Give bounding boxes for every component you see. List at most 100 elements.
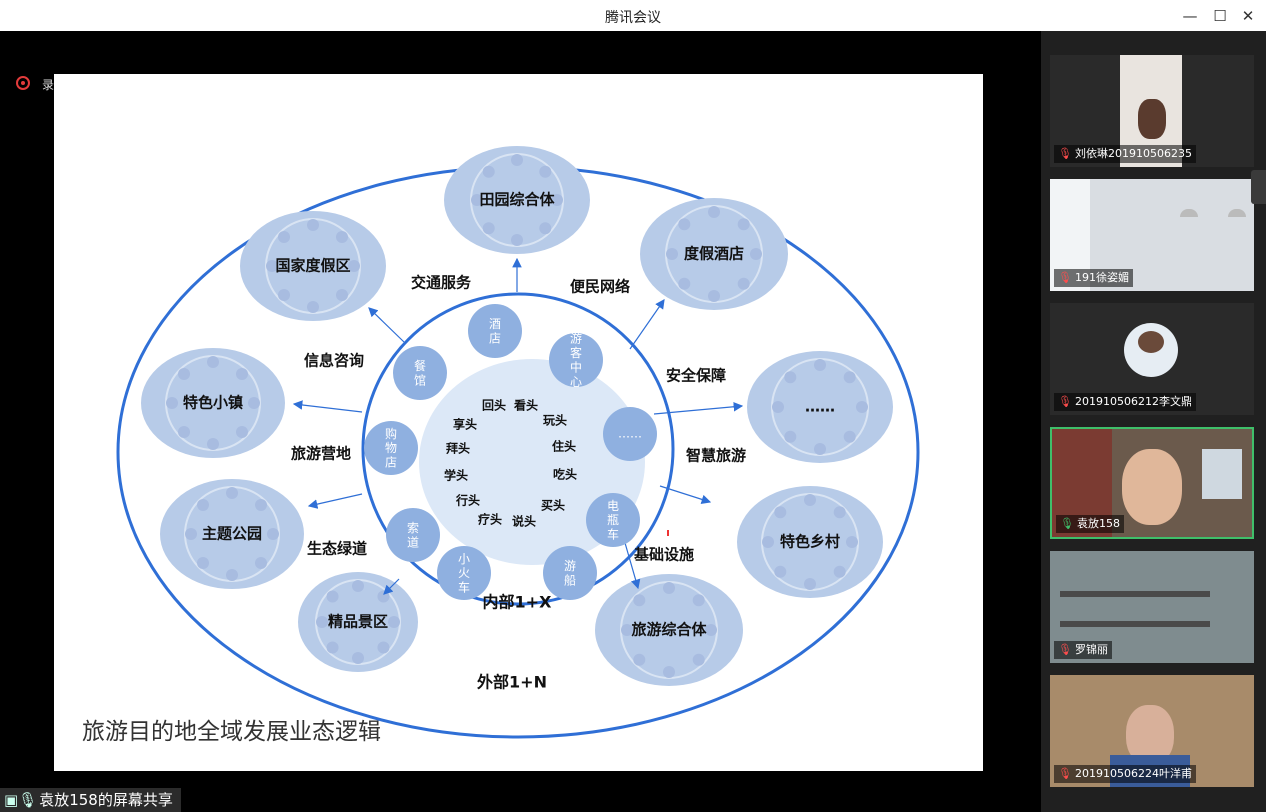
mic-muted-icon: 🎙 — [1058, 767, 1072, 780]
inner-node-label: 游客中心 — [570, 332, 582, 389]
mini-dot — [185, 528, 197, 540]
mini-dot — [814, 443, 826, 455]
mini-dot — [254, 499, 267, 512]
participant-name: 🎙191徐姿媚 — [1054, 269, 1133, 287]
mini-dot — [207, 356, 219, 368]
inner-node-label: 小火车 — [458, 552, 470, 595]
mini-dot — [705, 624, 717, 636]
inner-node-label: 餐馆 — [414, 358, 426, 387]
inner-node-label: …… — [618, 427, 642, 441]
slide-caption: 旅游目的地全域发展业态逻辑 — [82, 719, 381, 745]
core-term: 拜头 — [446, 441, 470, 456]
mini-dot — [326, 590, 339, 603]
inner-node — [393, 346, 447, 400]
mini-dot — [692, 653, 705, 666]
mini-dot — [482, 222, 495, 235]
outer-node — [160, 479, 304, 589]
mini-dot — [348, 260, 360, 272]
participant-tile[interactable]: 🎙191徐姿媚 — [1050, 179, 1254, 291]
mini-dot — [843, 430, 856, 443]
outer-node — [640, 198, 788, 310]
outer-node-label: 主题公园 — [202, 525, 262, 543]
recording-icon — [16, 76, 30, 90]
presentation-slide: 田园综合体度假酒店……特色乡村旅游综合体精品景区主题公园特色小镇国家度假区交通服… — [54, 74, 983, 771]
participant-name: 🎙201910506224叶洋甫 — [1054, 765, 1196, 783]
mini-dot — [226, 487, 238, 499]
mini-dot — [235, 425, 248, 438]
outer-node — [141, 348, 285, 458]
participant-tile[interactable]: 🎙刘依琳201910506235 — [1050, 55, 1254, 167]
inner-node — [543, 546, 597, 600]
participant-tile[interactable]: 🎙201910506212李文鼎 — [1050, 303, 1254, 415]
core-term: 买头 — [541, 498, 565, 513]
mini-dot — [663, 666, 675, 678]
core-term: 疗头 — [478, 512, 502, 527]
flow-arrow — [383, 578, 400, 595]
mini-dot — [254, 556, 267, 569]
mini-dot — [846, 536, 858, 548]
mini-dot — [235, 368, 248, 381]
inner-node-label: 游船 — [564, 559, 576, 587]
mini-dot — [750, 248, 762, 260]
core-term: 回头 — [482, 398, 506, 413]
mini-dot — [833, 565, 846, 578]
inner-node — [603, 407, 657, 461]
mini-dot — [226, 569, 238, 581]
mini-dot — [804, 578, 816, 590]
mini-dot — [377, 590, 390, 603]
mini-dot — [737, 277, 750, 290]
mini-dot — [511, 154, 523, 166]
connector-label: 智慧旅游 — [686, 447, 746, 465]
participant-tile[interactable]: 🎙201910506224叶洋甫 — [1050, 675, 1254, 787]
mini-dot — [178, 368, 191, 381]
flow-arrow — [307, 493, 363, 509]
mini-dot — [833, 506, 846, 519]
mini-dot — [278, 231, 291, 244]
core-term: 吃头 — [553, 467, 577, 482]
mini-dot — [539, 165, 552, 178]
mic-on-icon: 🎙 — [1060, 517, 1074, 530]
flow-arrow — [653, 401, 744, 415]
mini-dot — [774, 506, 787, 519]
participant-name: 🎙袁放158 — [1056, 515, 1124, 533]
mini-dot — [307, 301, 319, 313]
mini-dot — [666, 248, 678, 260]
core-term: 住头 — [552, 439, 576, 454]
mini-dot — [708, 206, 720, 218]
mini-dot — [197, 556, 210, 569]
mini-dot — [326, 641, 339, 654]
mini-dot — [784, 430, 797, 443]
mic-muted-icon: 🎙 — [1058, 147, 1072, 160]
mini-dot — [678, 218, 691, 231]
inner-node — [549, 333, 603, 387]
mini-dot — [166, 397, 178, 409]
inner-node — [386, 508, 440, 562]
mini-dot — [774, 565, 787, 578]
participant-tile[interactable]: 🎙罗锦丽 — [1050, 551, 1254, 663]
outer-node-label: 度假酒店 — [684, 245, 744, 263]
core-term: 看头 — [514, 398, 538, 413]
mini-dot — [266, 260, 278, 272]
maximize-button[interactable]: ☐ — [1213, 7, 1227, 25]
mini-dot — [772, 401, 784, 413]
minimize-button[interactable]: — — [1182, 7, 1198, 25]
panel-collapse-handle[interactable] — [1251, 170, 1266, 204]
close-button[interactable]: ✕ — [1241, 7, 1255, 25]
participant-name: 🎙罗锦丽 — [1054, 641, 1112, 659]
screen-share-icon: ▣🎙 — [4, 791, 38, 809]
mini-dot — [207, 438, 219, 450]
connector-label: 信息咨询 — [304, 352, 364, 370]
inner-label: 内部1+X — [483, 593, 553, 612]
outer-node — [747, 351, 893, 463]
mini-dot — [471, 194, 483, 206]
inner-node — [437, 546, 491, 600]
flow-arrow — [292, 400, 363, 413]
inner-node-label: 电瓶车 — [607, 499, 619, 542]
core-term: 说头 — [512, 514, 536, 529]
mini-dot — [511, 234, 523, 246]
mini-dot — [278, 288, 291, 301]
outer-node-label: 精品景区 — [328, 613, 388, 631]
participant-tile-speaking[interactable]: 🎙袁放158 — [1050, 427, 1254, 539]
flow-arrow — [659, 485, 712, 505]
mini-dot — [843, 371, 856, 384]
